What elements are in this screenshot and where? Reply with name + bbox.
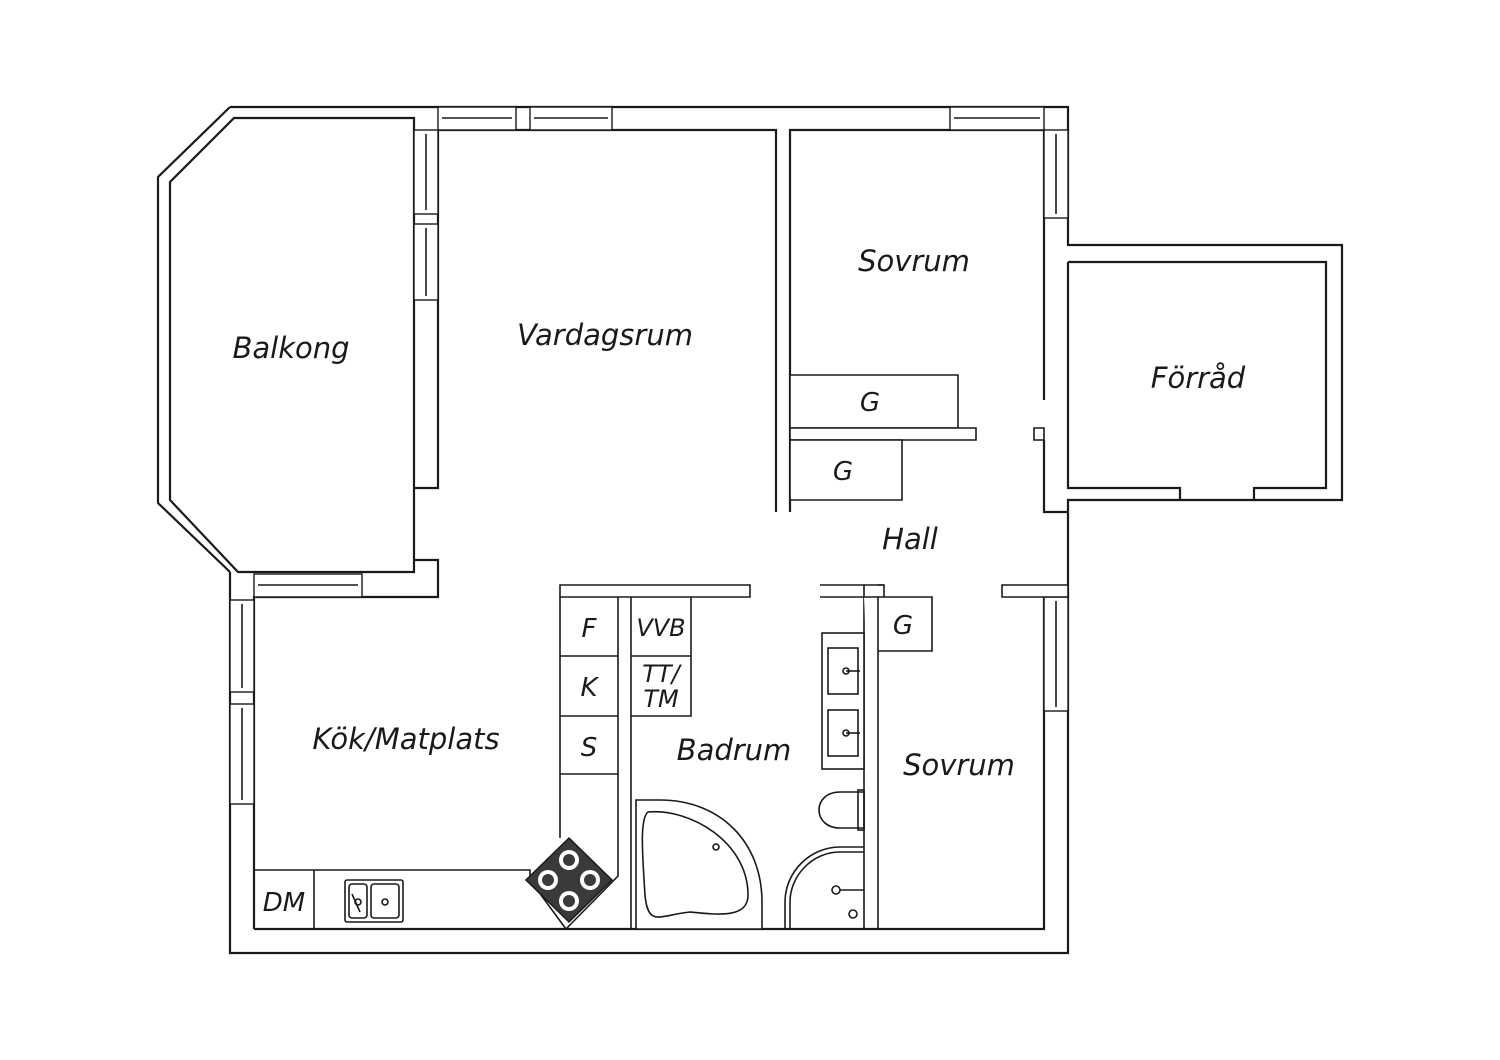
bathtub-icon: [635, 799, 763, 930]
water-heater-label: VVB: [636, 614, 685, 642]
storage-label: S: [581, 733, 598, 763]
room-label-hall: Hall: [882, 522, 938, 556]
freezer-label: F: [582, 614, 598, 644]
washer-dryer-label: TM: [643, 685, 679, 713]
room-label-balkong: Balkong: [232, 331, 349, 365]
wardrobe-label: G: [893, 611, 913, 641]
toilet-icon: [818, 789, 865, 831]
room-label-forrad: Förråd: [1151, 361, 1246, 395]
windows: [229, 106, 1069, 805]
wardrobe-label: G: [860, 388, 880, 418]
wardrobe-label: G: [833, 457, 853, 487]
room-label-sovrum-2: Sovrum: [903, 748, 1015, 782]
sink-icon: [821, 632, 865, 770]
outer-walls: [156, 105, 1344, 955]
fridge-label: K: [580, 673, 599, 703]
sink-icon: [344, 879, 404, 923]
shower-icon: [784, 846, 864, 929]
room-label-kok-matplats: Kök/Matplats: [312, 722, 499, 756]
room-label-sovrum: Sovrum: [858, 244, 970, 278]
washer-dryer-label: TT/: [642, 660, 682, 688]
dishwasher-label: DM: [263, 888, 305, 918]
room-label-badrum: Badrum: [677, 733, 792, 767]
room-label-vardagsrum: Vardagsrum: [517, 318, 693, 352]
stove-icon: [524, 836, 614, 924]
